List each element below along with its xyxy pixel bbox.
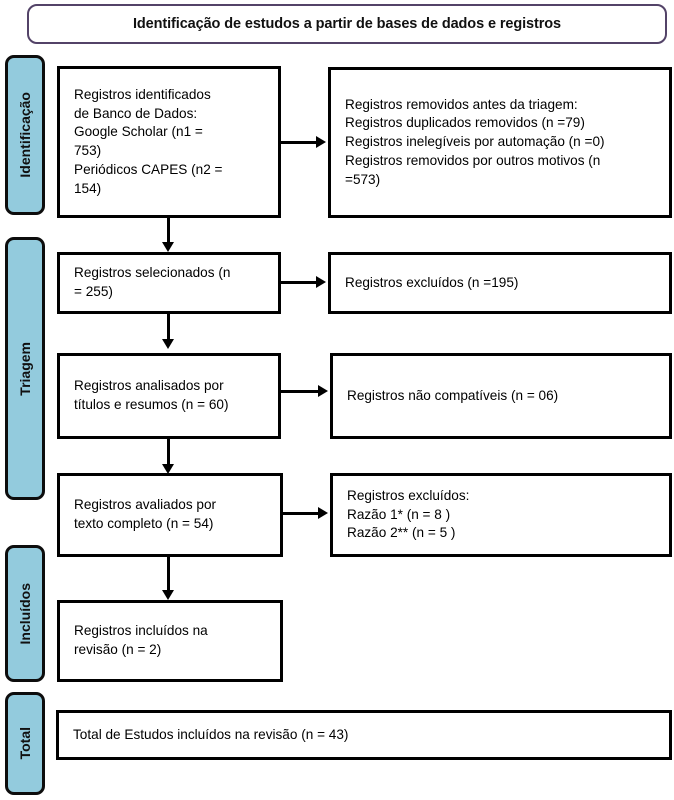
box-records-full-text-text: Registros avaliados por texto completo (… bbox=[74, 497, 217, 531]
box-records-excluded-reasons-text: Registros excluídos: Razão 1* (n = 8 ) R… bbox=[347, 487, 470, 541]
connector-full-text-to-included bbox=[167, 557, 170, 591]
arrowhead-full-text-to-included bbox=[161, 590, 174, 600]
box-records-removed-before-screening-text: Registros removidos antes da triagem: Re… bbox=[345, 96, 605, 187]
box-records-title-abstract-text: Registros analisados por títulos e resum… bbox=[74, 378, 229, 412]
box-records-excluded: Registros excluídos (n =195) bbox=[328, 252, 672, 314]
connector-title-abstract-to-not-compatible bbox=[281, 390, 319, 393]
arrowhead-full-text-to-excluded-reasons bbox=[318, 506, 328, 519]
box-records-title-abstract: Registros analisados por títulos e resum… bbox=[57, 353, 281, 439]
connector-title-abstract-to-full-text bbox=[167, 439, 170, 465]
connector-screened-to-title-abstract bbox=[167, 314, 170, 340]
box-records-removed-before-screening: Registros removidos antes da triagem: Re… bbox=[328, 67, 672, 218]
box-records-not-compatible-text: Registros não compatíveis (n = 06) bbox=[347, 387, 559, 403]
connector-identified-to-screened bbox=[167, 218, 170, 243]
stage-label-incluidos: Incluídos bbox=[17, 582, 33, 645]
stage-bar-triagem: Triagem bbox=[5, 237, 45, 500]
arrowhead-identified-to-removed bbox=[316, 135, 326, 148]
stage-bar-identificacao: Identificação bbox=[5, 55, 45, 215]
connector-screened-to-excluded bbox=[281, 281, 317, 284]
arrowhead-screened-to-title-abstract bbox=[161, 339, 174, 349]
stage-bar-incluidos: Incluídos bbox=[5, 545, 45, 682]
arrowhead-identified-to-screened bbox=[161, 242, 174, 252]
stage-bar-total: Total bbox=[5, 692, 45, 795]
arrowhead-title-abstract-to-not-compatible bbox=[318, 384, 328, 397]
box-records-excluded-reasons: Registros excluídos: Razão 1* (n = 8 ) R… bbox=[330, 473, 672, 557]
stage-label-identificacao: Identificação bbox=[17, 92, 33, 178]
box-total-studies-text: Total de Estudos incluídos na revisão (n… bbox=[73, 726, 349, 742]
box-records-identified: Registros identificados de Banco de Dado… bbox=[57, 66, 281, 218]
box-records-included: Registros incluídos na revisão (n = 2) bbox=[57, 600, 283, 682]
connector-full-text-to-excluded-reasons bbox=[283, 512, 319, 515]
diagram-header-banner: Identificação de estudos a partir de bas… bbox=[27, 4, 667, 44]
arrowhead-title-abstract-to-full-text bbox=[161, 464, 174, 474]
box-records-screened-text: Registros selecionados (n = 255) bbox=[74, 265, 231, 299]
box-records-excluded-text: Registros excluídos (n =195) bbox=[345, 274, 519, 290]
box-records-not-compatible: Registros não compatíveis (n = 06) bbox=[330, 353, 672, 439]
box-total-studies: Total de Estudos incluídos na revisão (n… bbox=[56, 710, 672, 760]
stage-label-triagem: Triagem bbox=[17, 341, 33, 396]
box-records-identified-text: Registros identificados de Banco de Dado… bbox=[74, 86, 223, 196]
box-records-full-text: Registros avaliados por texto completo (… bbox=[57, 473, 283, 557]
arrowhead-screened-to-excluded bbox=[316, 275, 326, 288]
stage-label-total: Total bbox=[17, 727, 33, 760]
connector-identified-to-removed bbox=[281, 141, 317, 144]
box-records-screened: Registros selecionados (n = 255) bbox=[57, 252, 281, 314]
box-records-included-text: Registros incluídos na revisão (n = 2) bbox=[74, 623, 208, 657]
diagram-title: Identificação de estudos a partir de bas… bbox=[132, 16, 562, 32]
